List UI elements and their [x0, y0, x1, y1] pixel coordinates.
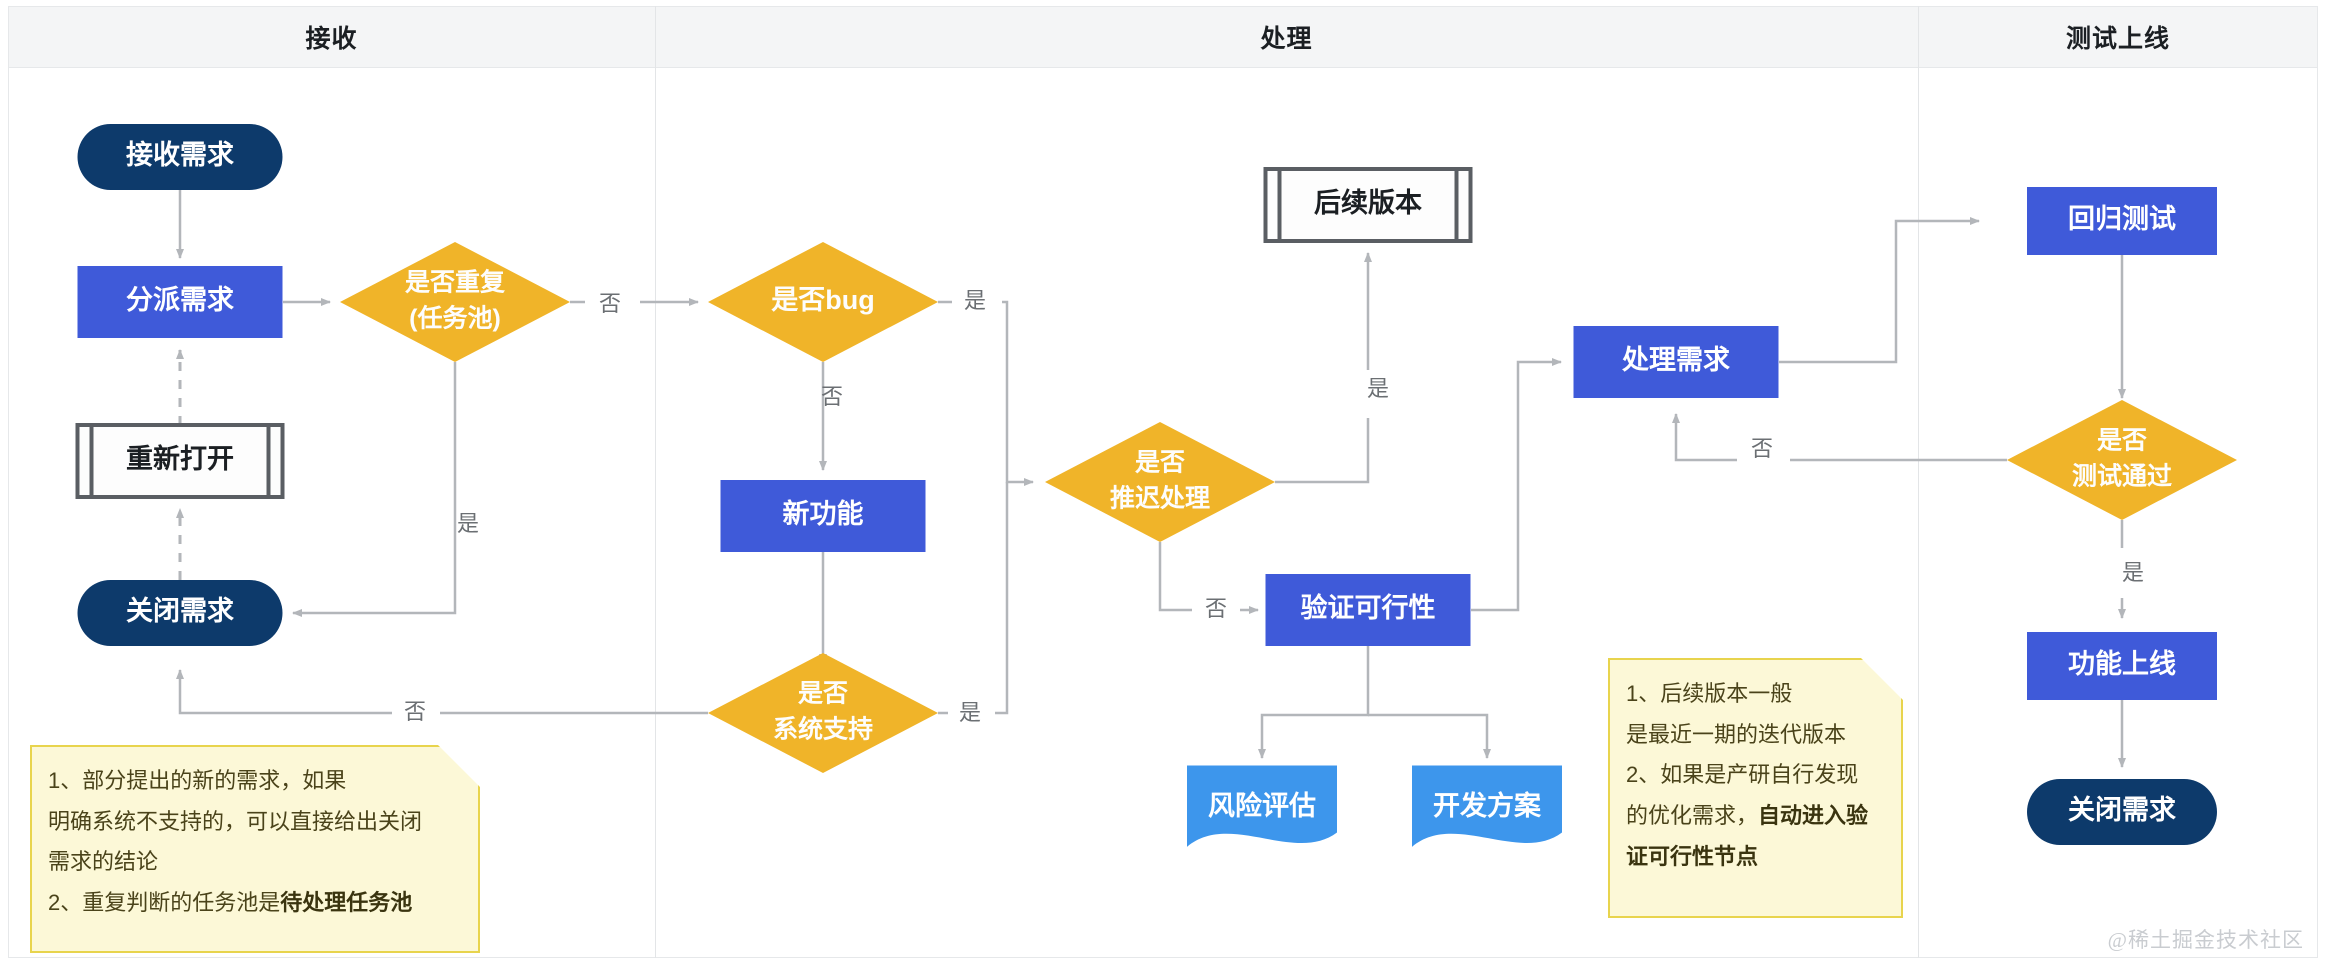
edge-verify-to-handle — [1471, 358, 1562, 612]
note-right-line-3: 2、如果是产研自行发现 — [1626, 762, 1859, 788]
n-dup-label: (任务池) — [409, 305, 501, 333]
el-postpone-yes: 是 — [1367, 376, 1389, 401]
note-left: 1、部分提出的新的需求，如果 明确系统不支持的，可以直接给出关闭 需求的结论 2… — [30, 745, 480, 953]
n-regression[interactable]: 回归测试 — [2027, 187, 2217, 255]
edge-syssupport-no-to-close — [180, 670, 708, 715]
edge-handle-to-regression — [1779, 217, 1980, 364]
el-sys-yes: 是 — [959, 700, 981, 725]
n-close-req-r[interactable]: 关闭需求 — [2027, 779, 2217, 845]
n-dup[interactable]: 是否重复 (任务池) — [340, 242, 570, 362]
swimlane-header-band — [8, 6, 2318, 68]
n-next-version[interactable]: 后续版本 — [1263, 167, 1473, 243]
n-receive-req[interactable]: 接收需求 — [77, 124, 283, 190]
edge-syssupport-yes-to-postpone — [938, 482, 1009, 715]
note-right-line-5: 证可行性节点 — [1626, 837, 1885, 878]
lane-header-process: 处理 — [1260, 25, 1313, 53]
note-fold-icon — [1861, 658, 1903, 700]
el-dup-no: 否 — [599, 291, 621, 316]
n-handle-req[interactable]: 处理需求 — [1573, 326, 1779, 398]
n-is-bug-label: 是否bug — [771, 285, 874, 315]
n-risk-label: 风险评估 — [1208, 790, 1316, 821]
note-right-line-4-bold: 自动进入验 — [1758, 803, 1869, 829]
n-assign-req[interactable]: 分派需求 — [77, 266, 283, 338]
el-sys-no: 否 — [404, 699, 426, 724]
n-devplan-label: 开发方案 — [1433, 790, 1542, 821]
el-postpone-no: 否 — [1205, 596, 1227, 621]
note-left-line-4: 2、重复判断的任务池是待处理任务池 — [48, 883, 462, 924]
edge-testpass-no-to-handle — [1676, 414, 2007, 462]
n-postpone-label: 是否 — [1135, 449, 1185, 477]
lane-divider-2 — [1918, 6, 1919, 958]
n-new-feature[interactable]: 新功能 — [720, 480, 926, 552]
n-sys-support-label: 是否 — [798, 680, 848, 708]
n-next-version-label: 后续版本 — [1314, 188, 1422, 218]
edge-dup-yes-to-close — [292, 362, 457, 617]
note-right: 1、后续版本一般 是最近一期的迭代版本 2、如果是产研自行发现 的优化需求，自动… — [1608, 658, 1903, 918]
note-left-line-4-bold: 待处理任务池 — [280, 890, 413, 916]
edge-postpone-yes-to-nextversion — [1275, 253, 1368, 484]
n-devplan[interactable]: 开发方案 — [1412, 765, 1562, 847]
n-go-live-label: 功能上线 — [2068, 648, 2176, 679]
n-postpone-label: 推迟处理 — [1110, 485, 1210, 513]
n-regression-label: 回归测试 — [2068, 204, 2176, 234]
note-right-line-5-bold: 证可行性节点 — [1626, 843, 1759, 869]
n-test-pass-label: 是否 — [2097, 427, 2147, 455]
note-right-line-4: 的优化需求，自动进入验 — [1626, 796, 1885, 837]
n-is-bug[interactable]: 是否bug — [708, 242, 938, 362]
n-new-feature-label: 新功能 — [783, 498, 864, 529]
edge-verify-to-devplan — [1368, 713, 1491, 759]
edge-postpone-no-to-verify — [1158, 542, 1258, 610]
n-close-req-r-label: 关闭需求 — [2068, 795, 2176, 825]
n-verify-label: 验证可行性 — [1301, 592, 1436, 623]
el-dup-yes: 是 — [457, 511, 479, 536]
note-right-line-4-text: 的优化需求， — [1626, 803, 1759, 829]
n-test-pass-label: 测试通过 — [2072, 463, 2172, 491]
note-right-line-1: 1、后续版本一般 — [1626, 681, 1793, 706]
n-close-req-l-label: 关闭需求 — [126, 596, 234, 626]
n-risk[interactable]: 风险评估 — [1187, 765, 1337, 847]
n-sys-support-label: 系统支持 — [773, 715, 873, 744]
lane-divider-1 — [655, 6, 656, 958]
note-left-line-3: 需求的结论 — [48, 849, 159, 875]
note-left-line-4-text: 2、重复判断的任务池是 — [48, 890, 281, 916]
swimlane-body-frame — [8, 68, 2318, 958]
el-bug-yes: 是 — [964, 288, 986, 313]
edge-verify-split — [1258, 646, 1370, 759]
lane-header-receive: 接收 — [305, 25, 358, 53]
n-handle-req-label: 处理需求 — [1621, 345, 1730, 375]
note-left-line-2: 明确系统不支持的，可以直接给出关闭 — [48, 808, 423, 834]
n-reopen-label: 重新打开 — [126, 443, 234, 474]
n-go-live[interactable]: 功能上线 — [2027, 632, 2217, 700]
nodes-layer: 接收需求分派需求重新打开关闭需求是否重复(任务池)是否bug新功能是否系统支持是… — [75, 124, 2237, 847]
note-right-line-2: 是最近一期的迭代版本 — [1626, 721, 1847, 747]
note-left-line-1: 1、部分提出的新的需求，如果 — [48, 768, 347, 793]
n-receive-req-label: 接收需求 — [126, 140, 234, 170]
n-close-req-l[interactable]: 关闭需求 — [77, 580, 283, 646]
el-testpass-no: 否 — [1751, 436, 1773, 461]
el-testpass-yes: 是 — [2122, 560, 2144, 585]
n-verify[interactable]: 验证可行性 — [1265, 574, 1471, 646]
n-dup-label: 是否重复 — [405, 268, 506, 297]
edge-isbug-yes-to-postpone — [938, 300, 1033, 482]
el-bug-no: 否 — [821, 384, 843, 409]
n-assign-req-label: 分派需求 — [126, 285, 234, 315]
watermark: @稀土掘金技术社区 — [2107, 928, 2304, 952]
note-fold-icon — [438, 745, 480, 787]
n-reopen[interactable]: 重新打开 — [75, 423, 285, 499]
lane-header-test: 测试上线 — [2065, 25, 2170, 53]
